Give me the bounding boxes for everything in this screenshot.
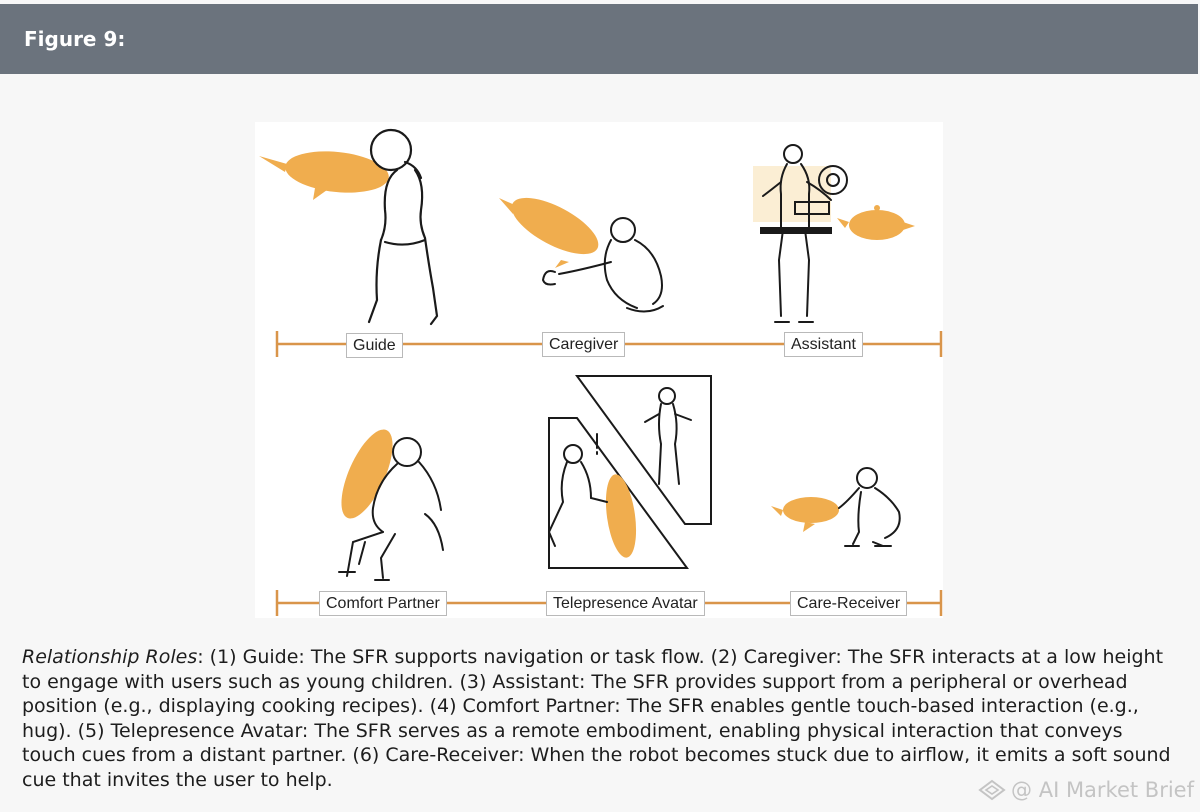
person-seated-icon — [547, 433, 608, 547]
watermark-text: @ AI Market Brief — [1011, 778, 1194, 802]
role-label-assistant: Assistant — [784, 332, 863, 357]
figure-title: Figure 9: — [24, 27, 126, 51]
robot-blimp-icon — [849, 210, 905, 240]
caption-lead: Relationship Roles — [22, 646, 198, 668]
figure-caption: Relationship Roles: (1) Guide: The SFR s… — [22, 645, 1182, 792]
person-standing-icon — [644, 387, 692, 485]
robot-blimp-icon — [511, 197, 599, 255]
role-label-caregiver: Caregiver — [542, 332, 626, 357]
caregiver-scene — [499, 197, 664, 313]
role-label-comfort-partner: Comfort Partner — [319, 591, 447, 616]
illustration-svg — [259, 128, 943, 616]
caption-body: : (1) Guide: The SFR supports navigation… — [22, 646, 1171, 791]
robot-blimp-icon — [285, 151, 389, 193]
person-cooking-icon — [760, 144, 848, 323]
guide-scene — [259, 128, 439, 326]
person-kneeling-icon — [838, 467, 901, 547]
comfort-partner-scene — [338, 429, 444, 581]
robot-blimp-icon — [341, 429, 393, 519]
role-label-care-receiver: Care-Receiver — [790, 591, 908, 616]
person-crouching-icon — [541, 217, 664, 313]
robot-blimp-icon — [605, 474, 637, 558]
watermark: @ AI Market Brief — [977, 778, 1194, 802]
telepresence-scene — [547, 375, 712, 569]
figure-header-bar: Figure 9: — [0, 4, 1198, 74]
person-walking-icon — [367, 128, 439, 326]
figure-illustration: Guide Caregiver Assistant Comfort Partne… — [255, 122, 943, 618]
watermark-logo-icon — [978, 779, 1006, 801]
assistant-scene — [753, 144, 915, 323]
person-seated-hug-icon — [338, 437, 444, 581]
robot-blimp-icon — [783, 497, 839, 523]
care-receiver-scene — [771, 467, 901, 547]
role-label-guide: Guide — [346, 333, 403, 358]
role-label-telepresence-avatar: Telepresence Avatar — [546, 591, 705, 616]
